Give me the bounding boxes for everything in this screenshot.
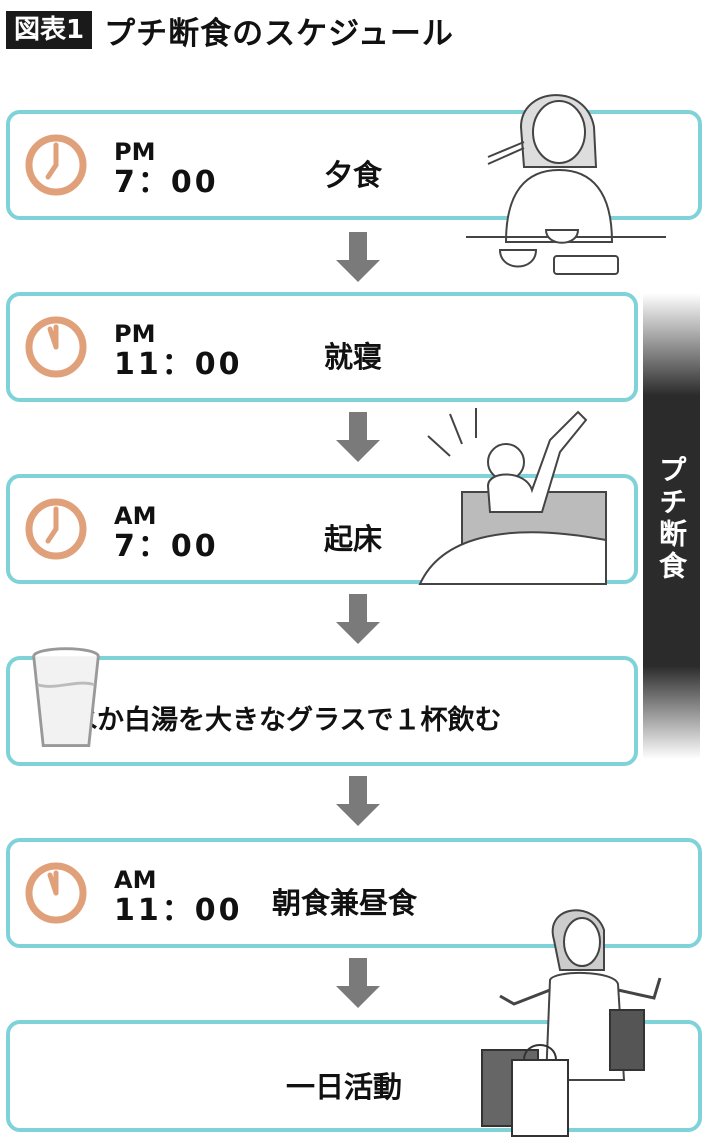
step-ampm: AM — [114, 502, 157, 530]
clock-icon — [25, 316, 87, 378]
step-time: AM 11：00 — [114, 868, 243, 926]
fasting-period-bar — [643, 293, 700, 759]
schedule-step-drink-water: 水か白湯を大きなグラスで１杯飲む — [6, 656, 638, 766]
down-arrow-icon — [336, 412, 380, 462]
clock-icon — [25, 498, 87, 560]
step-time: PM 7：00 — [114, 140, 219, 198]
step-clock-time: 7：00 — [114, 165, 219, 200]
down-arrow-icon — [336, 958, 380, 1008]
step-label: 朝食兼昼食 — [272, 886, 418, 920]
step-time: PM 11：00 — [114, 322, 243, 380]
figure-title: プチ断食のスケジュール — [104, 15, 454, 52]
step-label: 一日活動 — [286, 1070, 403, 1104]
step-label: 就寝 — [324, 340, 383, 374]
step-ampm: PM — [114, 320, 156, 348]
figure-badge: 図表1 — [6, 11, 93, 49]
down-arrow-icon — [336, 776, 380, 826]
clock-icon — [25, 862, 87, 924]
step-time: AM 7：00 — [114, 504, 219, 562]
schedule-step-bedtime: PM 11：00 就寝 — [6, 292, 638, 402]
step-label: 夕食 — [324, 158, 383, 192]
step-clock-time: 7：00 — [114, 529, 219, 564]
step-label: 起床 — [324, 522, 383, 556]
down-arrow-icon — [336, 594, 380, 644]
fasting-period-label: プチ断食 — [655, 455, 688, 583]
down-arrow-icon — [336, 232, 380, 282]
water-glass-icon — [32, 647, 100, 747]
step-clock-time: 11：00 — [114, 893, 243, 928]
woman-shopping-illustration — [481, 909, 662, 1137]
figure-header: 図表1 プチ断食のスケジュール — [6, 10, 454, 52]
woman-eating-illustration — [466, 94, 666, 275]
step-ampm: PM — [114, 138, 156, 166]
step-clock-time: 11：00 — [114, 347, 243, 382]
woman-waking-illustration — [418, 408, 607, 585]
step-label: 水か白湯を大きなグラスで１杯飲む — [70, 705, 502, 736]
step-ampm: AM — [114, 866, 157, 894]
clock-icon — [25, 134, 87, 196]
